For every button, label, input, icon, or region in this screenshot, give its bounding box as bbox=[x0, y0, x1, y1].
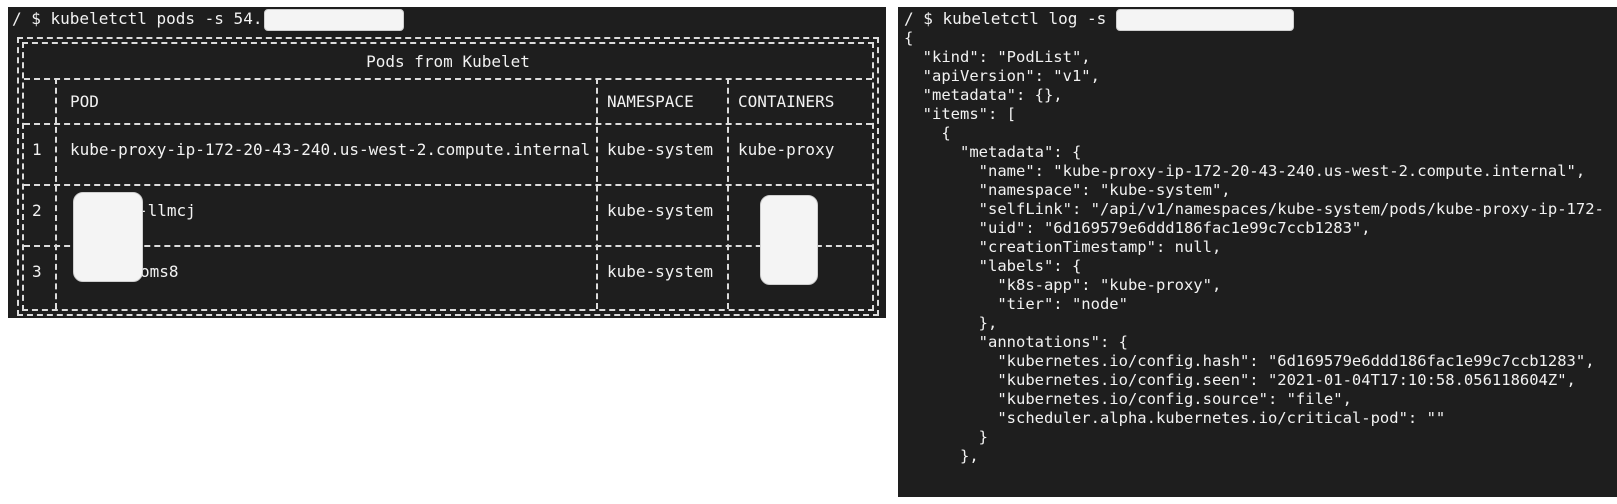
log-line: "scheduler.alpha.kubernetes.io/critical-… bbox=[904, 409, 1446, 427]
log-line: "annotations": { bbox=[904, 333, 1128, 351]
log-line: }, bbox=[904, 314, 998, 332]
row-containers: kube-proxy bbox=[738, 140, 835, 159]
row-index: 1 bbox=[32, 140, 42, 159]
log-line: "kubernetes.io/config.hash": "6d169579e6… bbox=[904, 352, 1595, 370]
pods-table: Pods from Kubelet POD NAMESPACE CONTAINE… bbox=[17, 37, 879, 316]
log-line: "items": [ bbox=[904, 105, 1016, 123]
table-column-divider bbox=[596, 78, 598, 309]
table-divider bbox=[24, 245, 872, 247]
header-namespace: NAMESPACE bbox=[607, 92, 694, 111]
row-index: 3 bbox=[32, 262, 42, 281]
log-line: "kubernetes.io/config.source": "file", bbox=[904, 390, 1352, 408]
pods-table-inner-border: Pods from Kubelet POD NAMESPACE CONTAINE… bbox=[22, 42, 874, 311]
table-title: Pods from Kubelet bbox=[366, 52, 530, 71]
log-line: "namespace": "kube-system", bbox=[904, 181, 1231, 199]
table-divider bbox=[24, 123, 872, 125]
row-pod-name[interactable]: kube-proxy-ip-172-20-43-240.us-west-2.co… bbox=[70, 140, 591, 159]
log-line: "apiVersion": "v1", bbox=[904, 67, 1100, 85]
log-line: "kubernetes.io/config.seen": "2021-01-04… bbox=[904, 371, 1576, 389]
log-line: { bbox=[904, 29, 914, 47]
log-line: "uid": "6d169579e6ddd186fac1e99c7ccb1283… bbox=[904, 219, 1371, 237]
row-namespace: kube-system bbox=[607, 262, 713, 281]
pods-command-prompt: / $ kubeletctl pods -s 54. bbox=[12, 9, 263, 28]
log-output: { "kind": "PodList", "apiVersion": "v1",… bbox=[904, 29, 1604, 466]
table-divider bbox=[24, 184, 872, 186]
log-line: "metadata": { bbox=[904, 143, 1082, 161]
log-terminal-window[interactable]: / $ kubeletctl log -s 54.2 { "kind": "Po… bbox=[898, 7, 1617, 497]
row-index: 2 bbox=[32, 201, 42, 220]
log-line: "metadata": {}, bbox=[904, 86, 1063, 104]
redaction-box bbox=[73, 192, 143, 282]
log-line: "kind": "PodList", bbox=[904, 48, 1091, 66]
log-line: "creationTimestamp": null, bbox=[904, 238, 1222, 256]
table-column-divider bbox=[727, 78, 729, 309]
table-divider bbox=[24, 78, 872, 80]
log-line: { bbox=[904, 124, 951, 142]
log-line: "name": "kube-proxy-ip-172-20-43-240.us-… bbox=[904, 162, 1586, 180]
pods-terminal-window[interactable]: / $ kubeletctl pods -s 54. Pods from Kub… bbox=[8, 7, 886, 318]
redaction-box bbox=[760, 195, 818, 285]
log-line: "selfLink": "/api/v1/namespaces/kube-sys… bbox=[904, 200, 1604, 218]
redaction-box bbox=[1116, 9, 1294, 31]
log-line: } bbox=[904, 428, 988, 446]
row-pod-name[interactable]: oms8 bbox=[140, 262, 179, 281]
row-namespace: kube-system bbox=[607, 140, 713, 159]
log-line: "k8s-app": "kube-proxy", bbox=[904, 276, 1222, 294]
log-line: "tier": "node" bbox=[904, 295, 1128, 313]
log-line: "labels": { bbox=[904, 257, 1082, 275]
header-containers: CONTAINERS bbox=[738, 92, 835, 111]
table-column-divider bbox=[55, 78, 57, 309]
redaction-box bbox=[264, 9, 404, 31]
row-pod-name[interactable]: -llmcj bbox=[138, 201, 196, 220]
header-pod: POD bbox=[70, 92, 99, 111]
row-namespace: kube-system bbox=[607, 201, 713, 220]
log-line: }, bbox=[904, 447, 979, 465]
